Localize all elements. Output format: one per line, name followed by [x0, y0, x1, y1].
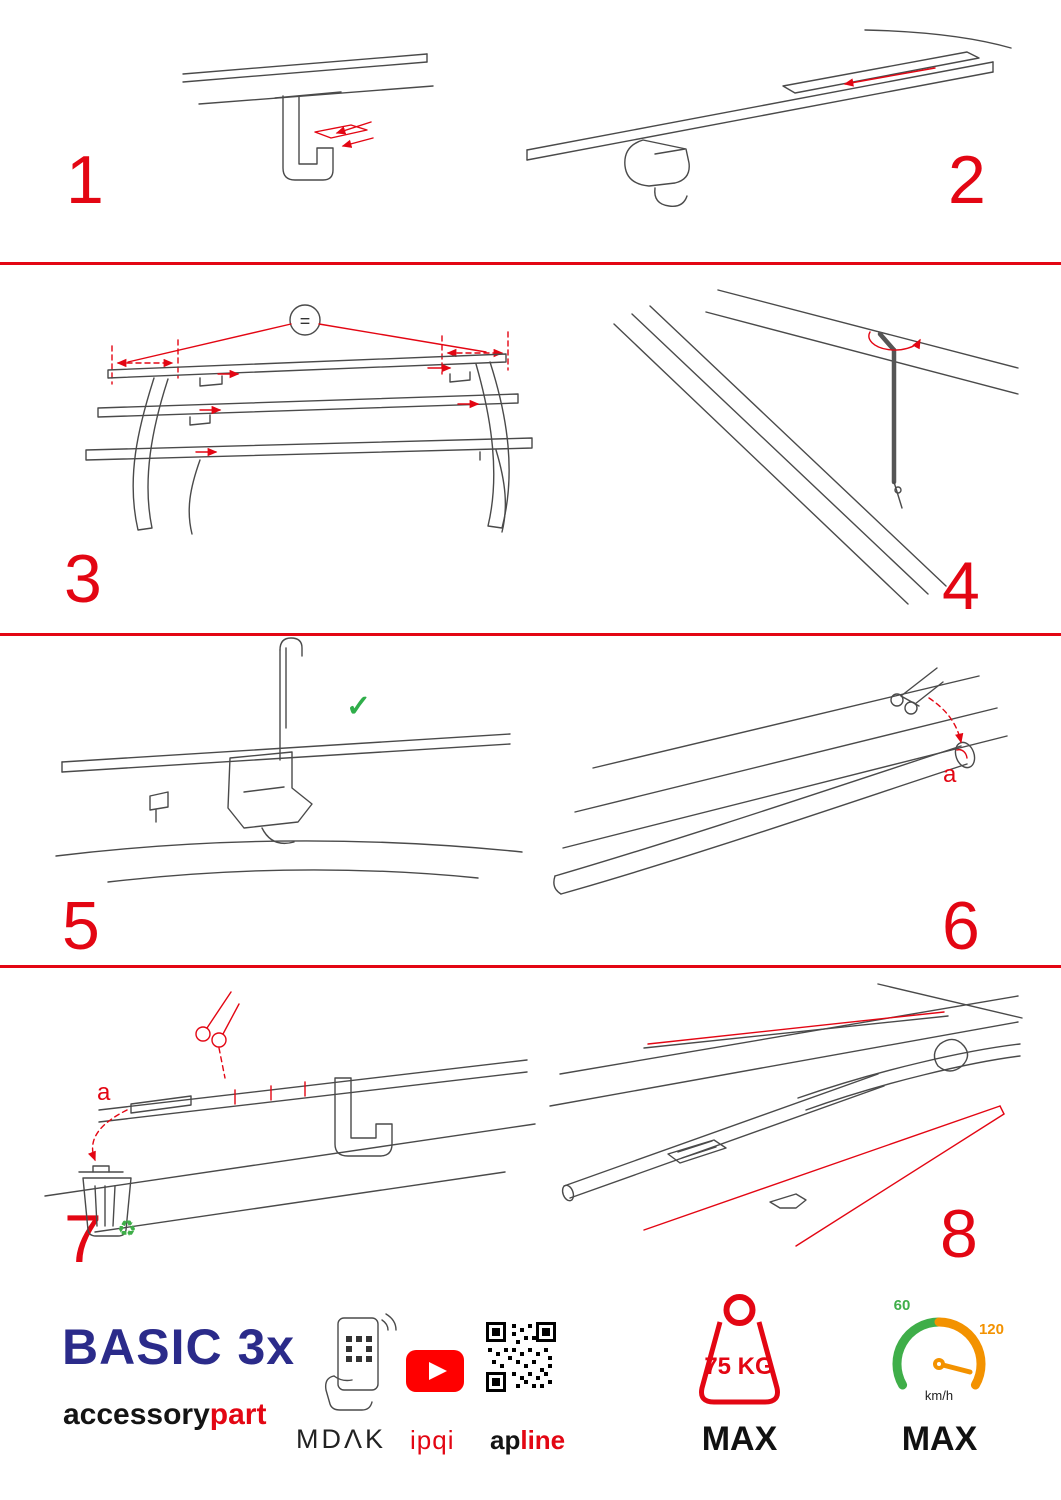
brand-apline: apline	[490, 1427, 565, 1453]
speed-limit-icon: 60 120 km/h	[892, 1297, 1004, 1403]
step-3-number: 3	[64, 541, 102, 617]
part-a-label: a	[943, 761, 957, 788]
section-divider-1	[0, 262, 1061, 265]
qr-code	[486, 1322, 556, 1392]
brand-line: line	[520, 1425, 566, 1455]
speed-unit-label: km/h	[925, 1388, 953, 1403]
step-7-number: 7	[64, 1201, 102, 1277]
check-icon: ✓	[346, 690, 371, 723]
brand-ipqi: ipqi	[410, 1425, 455, 1455]
brand-ap: ap	[490, 1425, 521, 1455]
recycle-icon: ♻	[117, 1217, 137, 1242]
speed-max-label: MAX	[901, 1420, 978, 1458]
step-6-drawing: a	[553, 667, 1008, 895]
brand-mdak: MDΛK	[296, 1424, 387, 1454]
step-2-drawing	[526, 29, 1012, 207]
step-4-number: 4	[942, 548, 980, 624]
phone-qr-icon	[324, 1313, 397, 1411]
step-2-number: 2	[948, 142, 986, 218]
brand-accessorypart: accessorypart	[63, 1400, 266, 1430]
weight-max-label: MAX	[701, 1420, 778, 1458]
part-a-label: a	[97, 1079, 111, 1106]
step-3-drawing: =	[85, 304, 533, 535]
step-1-drawing	[182, 53, 434, 181]
product-name: BASIC 3x	[62, 1319, 296, 1375]
step-4-drawing	[613, 289, 1019, 605]
step-5-number: 5	[62, 888, 100, 964]
step-8-number: 8	[940, 1196, 978, 1272]
section-divider-2	[0, 633, 1061, 636]
weight-limit-icon: 75 KG	[699, 1294, 780, 1405]
brand-part: part	[209, 1398, 267, 1431]
speed-min-label: 60	[894, 1297, 911, 1314]
youtube-icon	[406, 1350, 464, 1392]
step-7-drawing: a ♻	[44, 991, 536, 1242]
brand-accessory: accessory	[63, 1398, 210, 1431]
equal-label: =	[300, 311, 311, 331]
step-8-drawing	[549, 983, 1023, 1247]
step-5-drawing: ✓	[55, 637, 523, 883]
step-6-number: 6	[942, 888, 980, 964]
section-divider-3	[0, 965, 1061, 968]
speed-top-label: 120	[979, 1321, 1004, 1338]
step-1-number: 1	[66, 142, 104, 218]
weight-value: 75 KG	[704, 1353, 773, 1380]
